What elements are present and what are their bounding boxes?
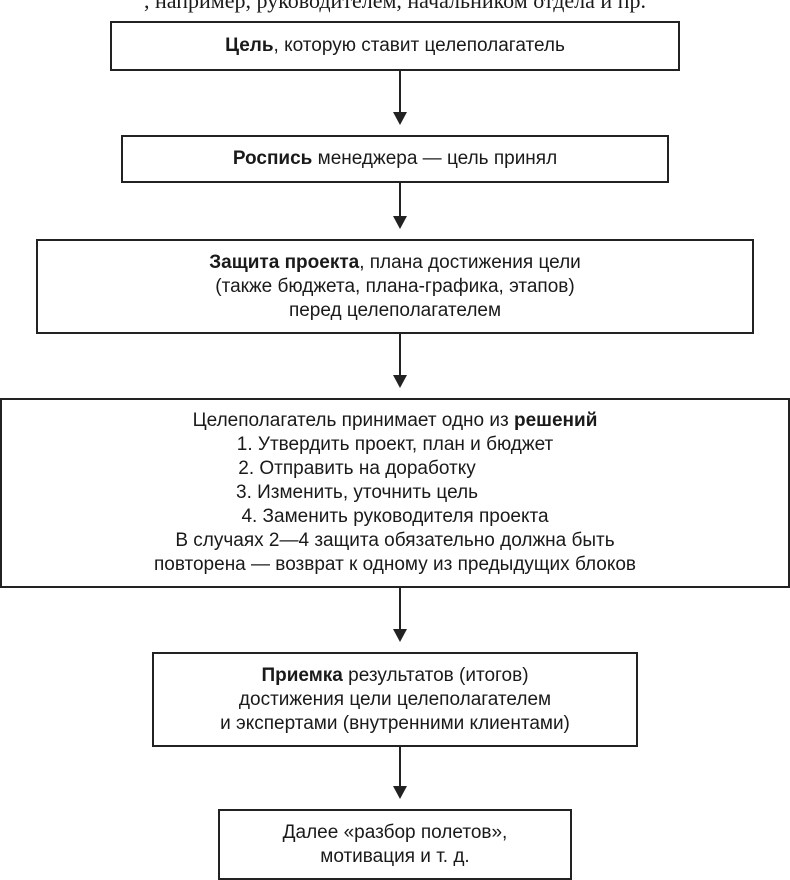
signature-rest: менеджера — цель принял (312, 148, 558, 169)
acceptance-bold: Приемка (261, 664, 343, 686)
decision-intro: Целеполагатель принимает одно из решений (193, 409, 598, 433)
acceptance-line-1: Приемка результатов (итогов) (261, 664, 528, 688)
acceptance-line-2: достижения цели целеполагателем (238, 688, 552, 710)
debrief-line-2: мотивация и т. д. (320, 845, 470, 867)
defense-block: Защита проекта, плана достижения цели (т… (36, 239, 754, 334)
acceptance-line-3: и экспертами (внутренними клиентами) (220, 712, 570, 734)
arrow-1 (393, 71, 407, 125)
decision-option-2: 2. Отправить на доработку (238, 458, 476, 479)
decision-option-1: 1. Утвердить проект, план и бюджет (236, 434, 554, 455)
arrow-2 (393, 183, 407, 229)
goal-rest: , которую ставит целеполагатель (273, 35, 565, 56)
defense-line-3: перед целеполагателем (288, 299, 502, 321)
goal-block: Цель, которую ставит целеполагатель (110, 21, 680, 71)
acceptance-block: Приемка результатов (итогов) достижения … (152, 652, 638, 747)
defense-line-1: Защита проекта, плана достижения цели (209, 251, 581, 275)
signature-bold: Роспись (232, 148, 313, 169)
decision-block: Целеполагатель принимает одно из решений… (0, 398, 790, 588)
decision-option-4: 4. Заменить руководителя проекта (241, 506, 549, 527)
decision-intro-text: Целеполагатель принимает одно из (192, 410, 514, 431)
acceptance-rest: результатов (итогов) (342, 664, 529, 686)
debrief-block: Далее «разбор полетов», мотивация и т. д… (218, 809, 572, 880)
defense-rest: , плана достижения цели (359, 251, 581, 273)
decision-option-3: 3. Изменить, уточнить цель (236, 482, 478, 503)
signature-block: Роспись менеджера — цель принял (121, 135, 669, 183)
arrow-5 (393, 747, 407, 799)
decision-intro-bold: решений (513, 410, 598, 431)
debrief-line-1: Далее «разбор полетов», (282, 821, 508, 843)
signature-text: Роспись менеджера — цель принял (233, 147, 557, 171)
goal-text: Цель, которую ставит целеполагатель (225, 34, 565, 58)
goal-bold: Цель (225, 35, 274, 56)
defense-bold: Защита проекта (209, 251, 360, 273)
defense-line-2: (также бюджета, плана-графика, этапов) (215, 275, 575, 297)
decision-note-2: повторена — возврат к одному из предыдущ… (153, 554, 637, 575)
arrow-4 (393, 588, 407, 642)
cropped-header-text: , например, руководителем, начальником о… (144, 0, 646, 13)
arrow-3 (393, 334, 407, 388)
decision-note-1: В случаях 2—4 защита обязательно должна … (175, 530, 615, 551)
